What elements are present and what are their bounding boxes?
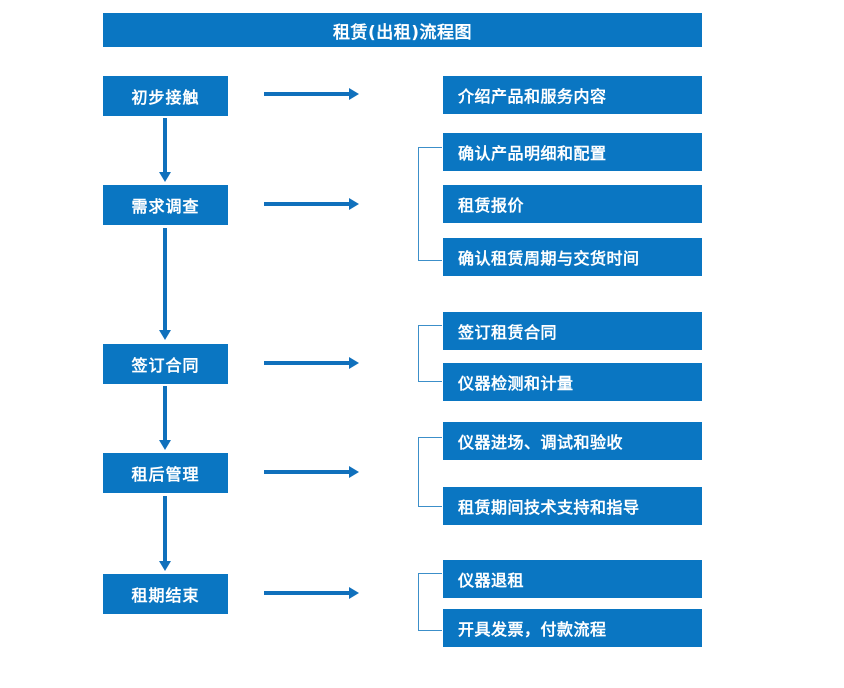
detail-box-2[interactable]: 确认产品明细和配置 [443,133,702,171]
stage-box-4[interactable]: 租后管理 [103,453,228,493]
detail-box-7[interactable]: 仪器进场、调试和验收 [443,422,702,460]
stage-to-detail-arrow-1 [264,88,359,100]
detail-box-1[interactable]: 介绍产品和服务内容 [443,76,702,114]
stage-box-2[interactable]: 需求调查 [103,185,228,225]
detail-box-4[interactable]: 确认租赁周期与交货时间 [443,238,702,276]
stage-connector-arrow-3 [159,386,171,450]
group-bracket-4 [418,573,442,631]
detail-box-5[interactable]: 签订租赁合同 [443,312,702,350]
stage-connector-arrow-2 [159,228,171,340]
stage-box-1[interactable]: 初步接触 [103,76,228,116]
detail-box-6[interactable]: 仪器检测和计量 [443,363,702,401]
stage-connector-arrow-1 [159,118,171,182]
page-title: 租赁(出租)流程图 [103,13,702,47]
stage-to-detail-arrow-2 [264,198,359,210]
stage-to-detail-arrow-4 [264,466,359,478]
group-bracket-3 [418,437,442,507]
stage-to-detail-arrow-3 [264,357,359,369]
stage-to-detail-arrow-5 [264,587,359,599]
stage-box-5[interactable]: 租期结束 [103,574,228,614]
group-bracket-2 [418,325,442,382]
stage-connector-arrow-4 [159,496,171,571]
detail-box-10[interactable]: 开具发票，付款流程 [443,609,702,647]
detail-box-3[interactable]: 租赁报价 [443,185,702,223]
group-bracket-1 [418,147,442,261]
stage-box-3[interactable]: 签订合同 [103,344,228,384]
detail-box-8[interactable]: 租赁期间技术支持和指导 [443,487,702,525]
detail-box-9[interactable]: 仪器退租 [443,560,702,598]
